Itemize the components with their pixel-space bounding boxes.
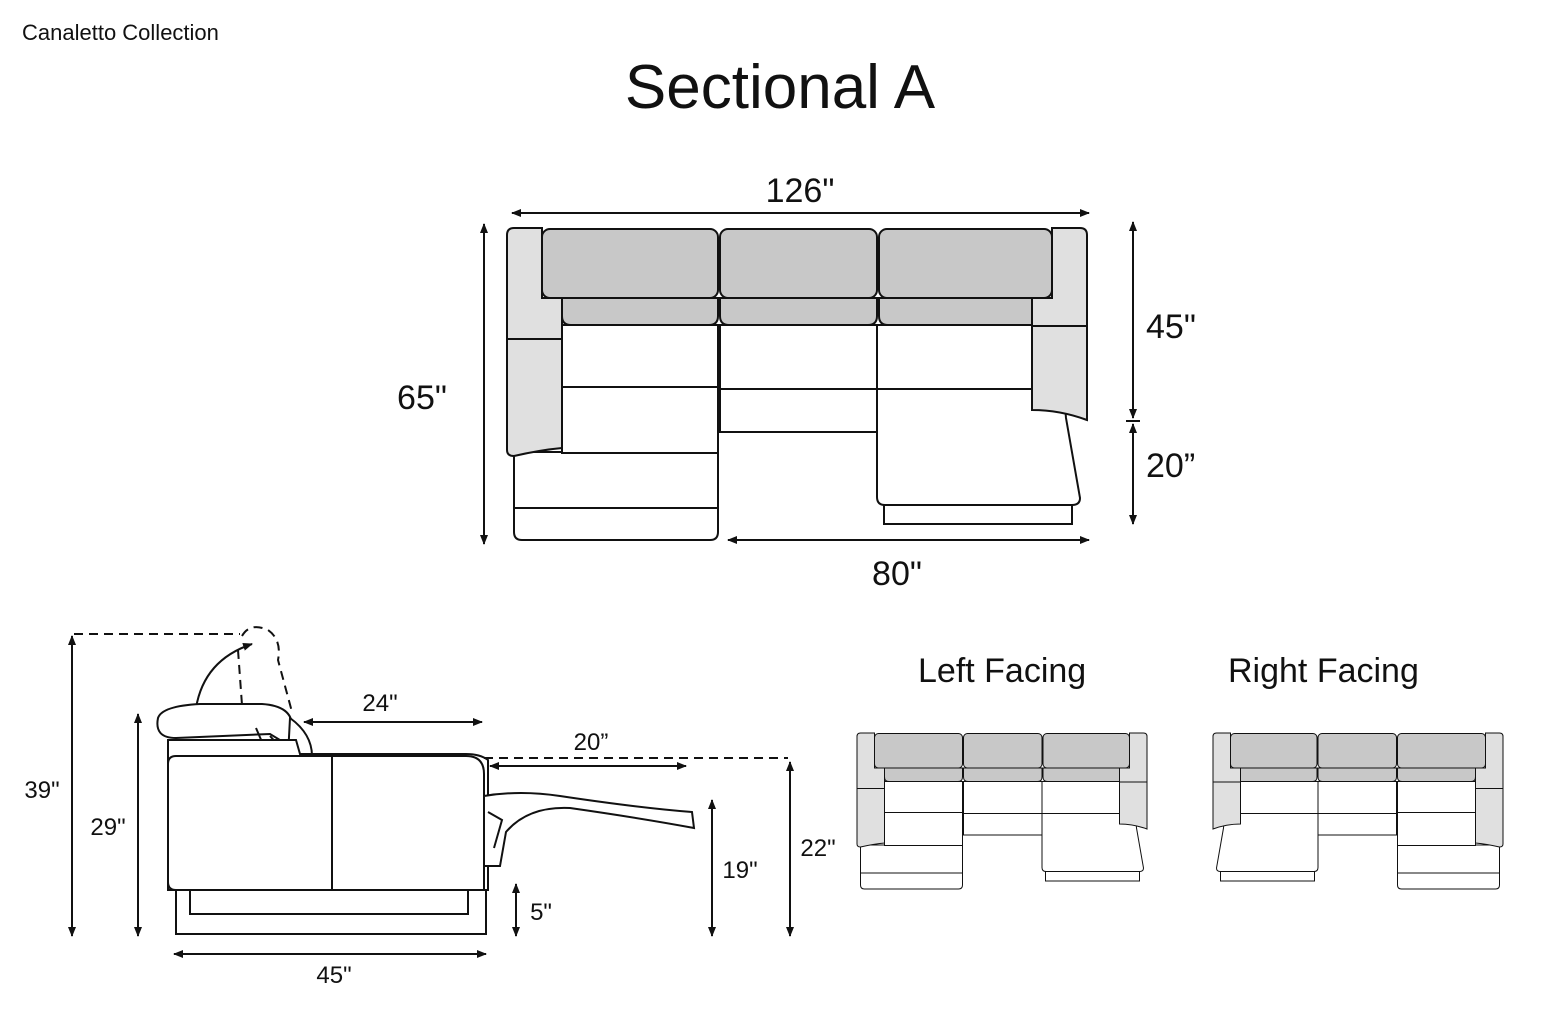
base-height-label: 5": [530, 899, 552, 926]
side-depth-label: 45": [316, 962, 351, 989]
chaise-extension-label: 20”: [1146, 447, 1195, 485]
right-facing-thumbnail: [1212, 732, 1504, 890]
headrest-height-label: 39": [24, 777, 59, 804]
recliner-side-view: [74, 626, 788, 935]
footrest-extension-label: 20”: [574, 729, 609, 756]
back-depth-label: 45": [1146, 308, 1196, 346]
left-facing-thumbnail: [856, 732, 1148, 890]
seat-depth-label: 24": [362, 690, 397, 717]
back-height-label: 29": [90, 814, 125, 841]
right-facing-caption: Right Facing: [1228, 652, 1419, 690]
overall-depth-label: 65": [397, 379, 447, 417]
collection-name: Canaletto Collection: [22, 20, 219, 45]
sectional-top-view: [506, 227, 1088, 541]
seat-height-label: 22": [800, 835, 835, 862]
section-width-label: 80": [872, 555, 922, 593]
left-facing-caption: Left Facing: [918, 652, 1087, 690]
overall-width-label: 126": [766, 172, 835, 210]
page-title: Sectional A: [624, 53, 936, 122]
footrest-height-label: 19": [722, 857, 757, 884]
